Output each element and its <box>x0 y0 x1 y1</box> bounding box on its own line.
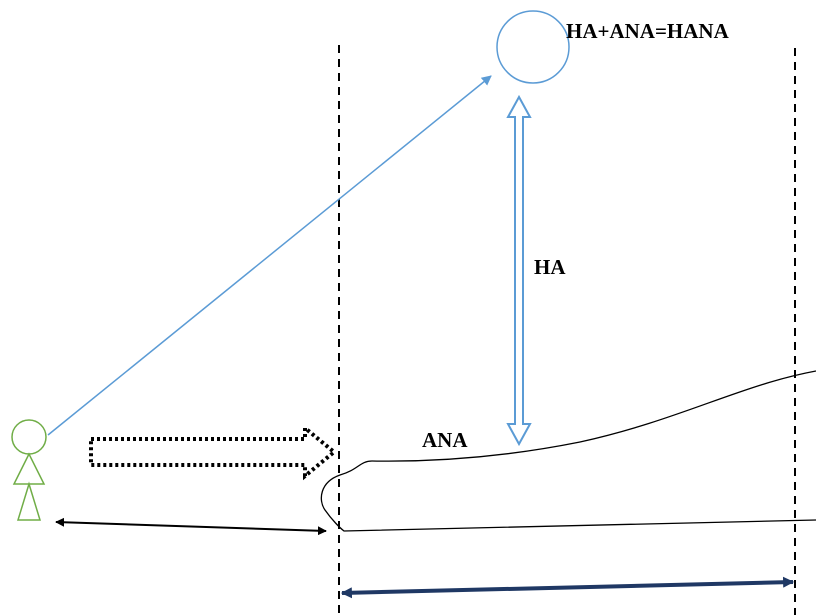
observer-figure <box>11 419 47 521</box>
equation-label: HA+ANA=HANA <box>566 19 730 43</box>
object-circle <box>496 10 570 84</box>
ground-distance-arrow <box>55 517 327 536</box>
sight-line <box>47 75 492 436</box>
ha-label: HA <box>534 255 566 279</box>
ana-label: ANA <box>422 428 468 452</box>
terrain-outline <box>320 370 816 532</box>
observer-head <box>11 419 47 455</box>
ha-double-arrow <box>506 94 532 447</box>
observer-body <box>12 452 46 485</box>
observer-legs <box>16 481 42 521</box>
approach-block-arrow <box>89 423 338 481</box>
horizontal-span-arrow <box>340 576 795 599</box>
